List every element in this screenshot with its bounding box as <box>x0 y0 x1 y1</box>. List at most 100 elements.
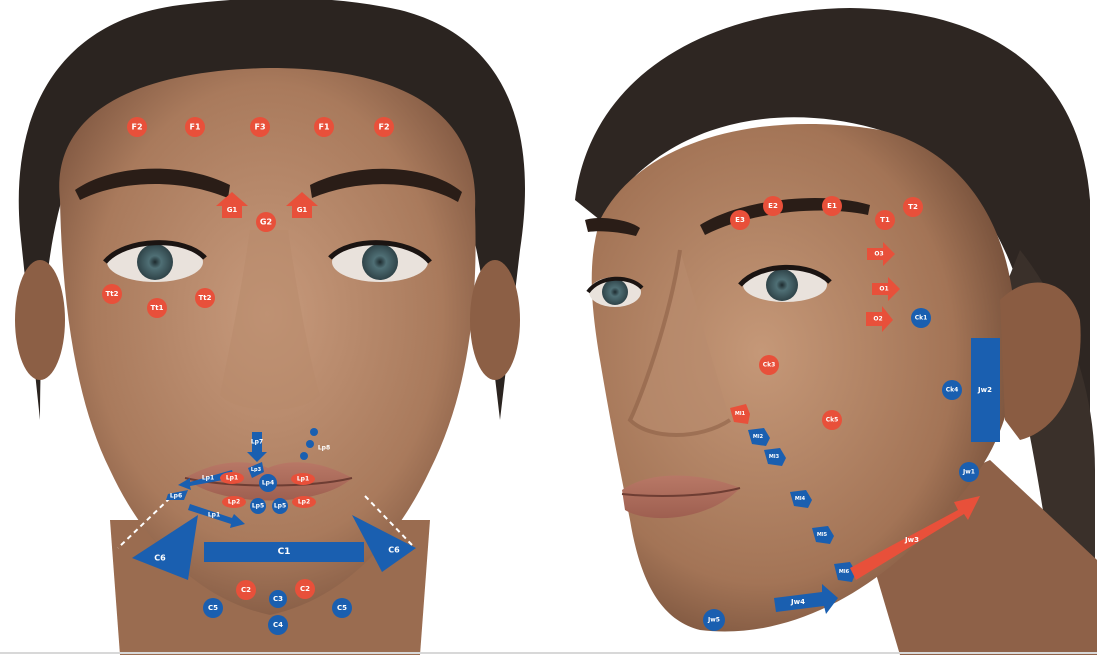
marker-e3: E3 <box>730 210 750 230</box>
marker-e1: E1 <box>822 196 842 216</box>
marker-lp1-b: Lp1 <box>291 473 315 485</box>
marker-c5-a: C5 <box>203 598 223 618</box>
svg-text:Ck1: Ck1 <box>915 315 928 322</box>
svg-text:Ck5: Ck5 <box>826 417 839 424</box>
marker-g2: G2 <box>256 212 276 232</box>
svg-text:F2: F2 <box>378 123 389 132</box>
svg-text:Tt2: Tt2 <box>106 290 119 298</box>
svg-text:Tt2: Tt2 <box>199 294 212 302</box>
marker-t2: T2 <box>903 197 923 217</box>
marker-tt1: Tt1 <box>147 298 167 318</box>
marker-c2-b: C2 <box>295 579 315 599</box>
svg-text:O3: O3 <box>874 251 883 258</box>
svg-text:Ck4: Ck4 <box>946 387 959 394</box>
svg-text:Ml1: Ml1 <box>735 411 746 417</box>
iris-right-a <box>766 269 798 301</box>
svg-text:Lp7: Lp7 <box>251 439 263 446</box>
marker-jw1: Jw1 <box>959 462 979 482</box>
marker-lp8-label: Lp8 <box>318 445 330 452</box>
marker-lp1-c: Lp1 <box>220 472 244 484</box>
svg-text:Jw4: Jw4 <box>790 598 805 606</box>
marker-tt2-b: Tt2 <box>195 288 215 308</box>
marker-lp8-dot-c <box>300 452 308 460</box>
svg-text:Lp1: Lp1 <box>226 475 238 482</box>
svg-text:Ck3: Ck3 <box>763 362 776 369</box>
marker-f1-b: F1 <box>314 117 334 137</box>
svg-text:T1: T1 <box>880 216 890 224</box>
marker-c4: C4 <box>268 615 288 635</box>
svg-text:C2: C2 <box>241 586 251 594</box>
iris-right-b <box>602 279 628 305</box>
marker-c5-b: C5 <box>332 598 352 618</box>
marker-lp8-dot-a <box>310 428 318 436</box>
svg-text:Lp5: Lp5 <box>252 503 264 510</box>
marker-ck5: Ck5 <box>822 410 842 430</box>
svg-text:C2: C2 <box>300 585 310 593</box>
svg-text:Ml3: Ml3 <box>769 454 780 460</box>
marker-c2-a: C2 <box>236 580 256 600</box>
svg-text:Jw3: Jw3 <box>904 536 919 544</box>
svg-text:C5: C5 <box>208 604 218 612</box>
marker-c3-a: C3 <box>269 590 287 608</box>
svg-text:Lp4: Lp4 <box>262 480 274 487</box>
svg-text:C5: C5 <box>337 604 347 612</box>
marker-lp8-dot-b <box>306 440 314 448</box>
marker-f2-a: F2 <box>127 117 147 137</box>
svg-text:F1: F1 <box>189 123 200 132</box>
svg-text:Lp2: Lp2 <box>228 499 240 506</box>
marker-t1: T1 <box>875 210 895 230</box>
marker-jw2: Jw2 <box>971 338 1000 442</box>
svg-text:F2: F2 <box>131 123 142 132</box>
svg-text:G1: G1 <box>227 206 238 214</box>
marker-lp5-b: Lp5 <box>272 498 288 514</box>
svg-text:Jw5: Jw5 <box>707 617 720 624</box>
svg-text:Lp1: Lp1 <box>202 475 214 482</box>
svg-text:O2: O2 <box>873 316 882 323</box>
svg-text:F3: F3 <box>254 123 265 132</box>
svg-text:Ml6: Ml6 <box>839 569 850 575</box>
svg-text:Tt1: Tt1 <box>151 304 164 312</box>
marker-lp2-a: Lp2 <box>222 496 246 508</box>
svg-text:T2: T2 <box>908 203 918 211</box>
svg-text:C6: C6 <box>388 546 400 555</box>
svg-text:Lp8: Lp8 <box>318 445 330 452</box>
marker-e2: E2 <box>763 196 783 216</box>
marker-f2-b: F2 <box>374 117 394 137</box>
svg-text:Jw1: Jw1 <box>962 469 975 476</box>
svg-text:Lp2: Lp2 <box>298 499 310 506</box>
marker-jw5: Jw5 <box>703 609 725 631</box>
svg-text:Jw2: Jw2 <box>977 386 992 394</box>
marker-ck3: Ck3 <box>759 355 779 375</box>
svg-text:Ml2: Ml2 <box>753 434 764 440</box>
iris-left-b <box>362 244 398 280</box>
svg-text:O1: O1 <box>879 286 888 293</box>
ear-left-b <box>470 260 520 380</box>
svg-text:C1: C1 <box>278 547 291 557</box>
marker-lp2-b: Lp2 <box>292 496 316 508</box>
marker-tt2-a: Tt2 <box>102 284 122 304</box>
three-quarter-face <box>575 8 1097 655</box>
svg-text:Lp6: Lp6 <box>170 493 182 500</box>
svg-text:G1: G1 <box>297 206 308 214</box>
svg-text:Lp5: Lp5 <box>274 503 286 510</box>
svg-text:Lp3: Lp3 <box>251 467 262 473</box>
svg-text:C4: C4 <box>273 621 283 629</box>
svg-text:F1: F1 <box>318 123 329 132</box>
svg-text:Ml4: Ml4 <box>795 496 806 502</box>
marker-ck4: Ck4 <box>942 380 962 400</box>
svg-text:Lp1: Lp1 <box>297 476 309 483</box>
marker-lp5-a: Lp5 <box>250 498 266 514</box>
marker-lp4: Lp4 <box>259 474 277 492</box>
svg-text:Ml5: Ml5 <box>817 532 828 538</box>
marker-c1: C1 <box>204 542 364 562</box>
ear-left-a <box>15 260 65 380</box>
svg-text:C3: C3 <box>273 595 283 603</box>
svg-text:C6: C6 <box>154 554 166 563</box>
marker-ck1: Ck1 <box>911 308 931 328</box>
svg-text:E2: E2 <box>768 202 778 210</box>
svg-text:E1: E1 <box>827 202 837 210</box>
iris-left-a <box>137 244 173 280</box>
marker-f1-a: F1 <box>185 117 205 137</box>
